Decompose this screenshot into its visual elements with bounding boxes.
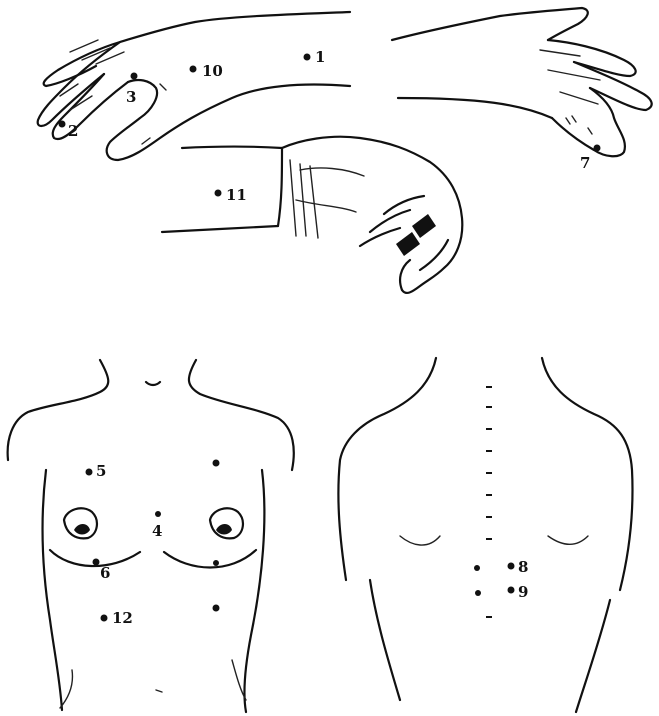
point-label: 10	[202, 62, 223, 80]
point-label: 11	[226, 186, 247, 204]
point-label: 7	[580, 154, 590, 172]
front-torso-illustration	[8, 360, 294, 712]
point-label: 4	[152, 522, 162, 540]
point-label: 2	[68, 122, 78, 140]
point-6: 6	[93, 559, 111, 583]
point-dot	[93, 559, 100, 566]
point-dot	[475, 590, 481, 596]
point-1: 1	[304, 48, 326, 66]
unlabeled-point	[213, 605, 220, 612]
unlabeled-point	[213, 460, 220, 467]
point-3: 3	[126, 73, 138, 107]
unlabeled-point	[213, 560, 219, 566]
point-11: 11	[215, 186, 247, 204]
point-dot	[304, 54, 311, 61]
point-label: 12	[112, 609, 133, 627]
point-5: 5	[86, 462, 107, 480]
point-dot	[59, 121, 66, 128]
point-label: 9	[518, 583, 528, 601]
point-dot	[474, 565, 480, 571]
point-dot	[190, 66, 197, 73]
spine-dots	[486, 386, 492, 618]
back-torso-illustration	[338, 358, 632, 712]
hand-middle-fist-illustration	[162, 137, 462, 293]
hand-top-right-illustration	[392, 8, 652, 156]
point-label: 5	[96, 462, 106, 480]
point-dot	[155, 511, 161, 517]
point-dot	[215, 190, 222, 197]
point-label: 6	[100, 564, 110, 582]
point-dot	[86, 469, 93, 476]
point-dot	[508, 563, 515, 570]
point-label: 1	[315, 48, 325, 66]
point-label: 3	[126, 88, 136, 106]
point-8: 8	[474, 558, 528, 576]
point-9: 9	[475, 583, 528, 601]
point-label: 8	[518, 558, 528, 576]
hand-top-left-illustration	[38, 12, 350, 160]
point-10: 10	[190, 62, 223, 80]
point-12: 12	[101, 609, 133, 627]
point-dot	[594, 145, 601, 152]
point-4: 4	[152, 511, 162, 540]
point-dot	[131, 73, 138, 80]
point-dot	[508, 587, 515, 594]
point-dot	[101, 615, 108, 622]
